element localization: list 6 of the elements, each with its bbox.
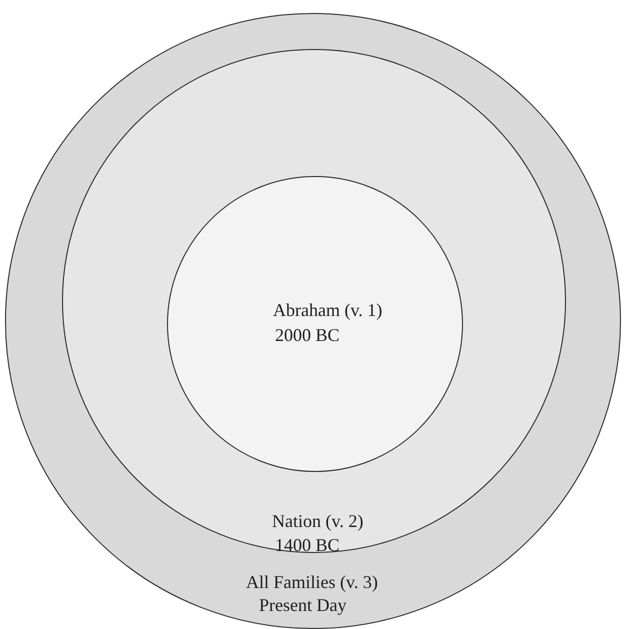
circle-title: Abraham (v. 1) [273,299,382,321]
circle-title: All Families (v. 3) [246,571,378,593]
circle-title: Nation (v. 2) [272,510,364,532]
date-label: Present Day [259,594,346,616]
date-label: 1400 BC [275,534,340,556]
date-label: 2000 BC [275,324,340,346]
